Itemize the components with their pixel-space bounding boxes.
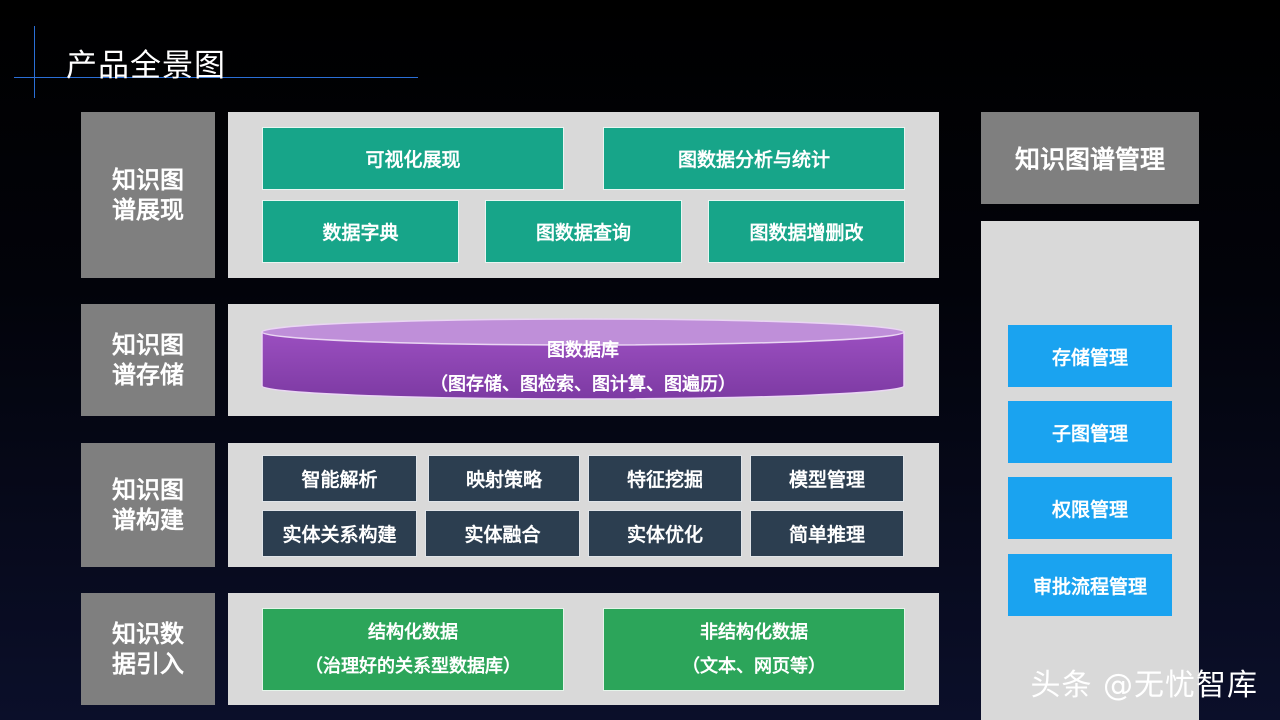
build-item-smart-parsing: 智能解析 xyxy=(262,455,417,502)
layer-label-display: 知识图 谱展现 xyxy=(81,112,215,278)
display-item-graph-crud: 图数据增删改 xyxy=(708,200,905,263)
layer-label-storage: 知识图 谱存储 xyxy=(81,304,215,416)
watermark: 头条 @无忧智库 xyxy=(1030,668,1258,703)
management-panel xyxy=(981,221,1199,720)
graph-database-cylinder xyxy=(261,318,905,400)
layer-label-ingest: 知识数 据引入 xyxy=(81,593,215,705)
structured-data-subtitle: （治理好的关系型数据库） xyxy=(305,655,521,677)
build-item-entity-optimization: 实体优化 xyxy=(588,510,742,557)
ingest-item-unstructured-data: 非结构化数据 （文本、网页等） xyxy=(603,608,905,691)
title-accent-vertical-line xyxy=(34,26,35,98)
graph-database-subtitle: （图存储、图检索、图计算、图遍历） xyxy=(430,374,736,395)
management-item-storage: 存储管理 xyxy=(1008,325,1172,387)
title-underline xyxy=(14,77,418,78)
build-item-entity-fusion: 实体融合 xyxy=(425,510,580,557)
graph-database-title: 图数据库 xyxy=(547,340,619,361)
unstructured-data-subtitle: （文本、网页等） xyxy=(682,655,826,677)
build-item-mapping-strategy: 映射策略 xyxy=(428,455,580,502)
management-item-subgraph: 子图管理 xyxy=(1008,401,1172,463)
display-item-graph-analytics: 图数据分析与统计 xyxy=(603,127,905,190)
management-item-permission: 权限管理 xyxy=(1008,477,1172,539)
display-item-visualization: 可视化展现 xyxy=(262,127,564,190)
page-title: 产品全景图 xyxy=(66,48,226,84)
build-item-model-management: 模型管理 xyxy=(750,455,904,502)
management-item-approval-flow: 审批流程管理 xyxy=(1008,554,1172,616)
build-item-feature-mining: 特征挖掘 xyxy=(588,455,742,502)
display-item-data-dictionary: 数据字典 xyxy=(262,200,459,263)
build-item-simple-inference: 简单推理 xyxy=(750,510,904,557)
management-title: 知识图谱管理 xyxy=(981,112,1199,204)
build-item-entity-relation: 实体关系构建 xyxy=(262,510,417,557)
structured-data-title: 结构化数据 xyxy=(368,621,458,643)
display-item-graph-query: 图数据查询 xyxy=(485,200,682,263)
layer-label-build: 知识图 谱构建 xyxy=(81,443,215,567)
ingest-item-structured-data: 结构化数据 （治理好的关系型数据库） xyxy=(262,608,564,691)
unstructured-data-title: 非结构化数据 xyxy=(700,621,808,643)
